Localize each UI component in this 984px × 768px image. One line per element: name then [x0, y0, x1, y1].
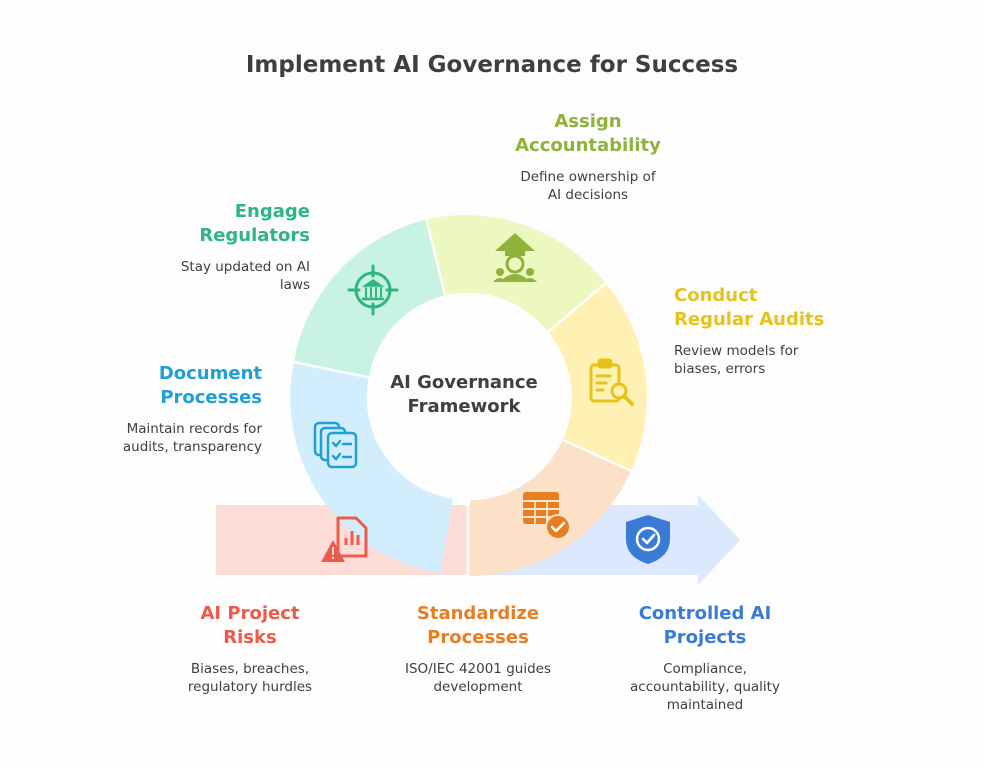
document-heading-line1: Document	[158, 363, 262, 384]
label-ai-project-risks: AI Project Risks Biases, breaches, regul…	[150, 602, 350, 696]
label-engage-regulators: Engage Regulators Stay updated on AI law…	[110, 200, 310, 294]
document-heading-line2: Processes	[160, 387, 262, 408]
assign-desc-line2: AI decisions	[547, 187, 629, 203]
standardize-heading-line2: Processes	[427, 627, 529, 648]
ring-segment-document	[290, 362, 454, 574]
ring-segment-assign	[426, 215, 606, 332]
table-check-icon	[523, 492, 571, 540]
controlled-desc-line3: maintained	[666, 697, 744, 713]
document-desc-line1: Maintain records for	[126, 421, 262, 437]
person-up-arrow-icon	[493, 233, 537, 282]
bank-target-icon	[347, 264, 399, 316]
regulators-desc-line1: Stay updated on AI	[180, 259, 310, 275]
label-standardize-processes: Standardize Processes ISO/IEC 42001 guid…	[368, 602, 588, 696]
label-assign-accountability: Assign Accountability Define ownership o…	[478, 110, 698, 204]
standardize-desc-line1: ISO/IEC 42001 guides	[405, 661, 551, 677]
risks-desc-line2: regulatory hurdles	[187, 679, 313, 695]
controlled-desc-line2: accountability, quality	[630, 679, 780, 695]
controlled-heading-line1: Controlled AI	[638, 603, 772, 624]
standardize-desc-line2: development	[433, 679, 523, 695]
regulators-heading-line2: Regulators	[199, 225, 310, 246]
shield-check-icon	[626, 515, 670, 564]
document-desc-line2: audits, transparency	[122, 439, 262, 455]
ring-center	[369, 297, 571, 499]
document-warning-icon	[321, 516, 368, 562]
risks-desc-line1: Biases, breaches,	[190, 661, 310, 677]
stacked-checklist-icon	[313, 421, 358, 469]
center-label-line1: AI Governance	[390, 372, 538, 393]
center-label: AI Governance Framework	[360, 371, 568, 419]
clipboard-search-icon	[589, 358, 634, 406]
standardize-heading-line1: Standardize	[416, 603, 540, 624]
assign-desc-line1: Define ownership of	[520, 169, 656, 185]
controlled-desc-line1: Compliance,	[663, 661, 747, 677]
page-title: Implement AI Governance for Success	[245, 52, 739, 78]
label-document-processes: Document Processes Maintain records for …	[62, 362, 262, 456]
controlled-heading-line2: Projects	[663, 627, 747, 648]
risks-heading-line2: Risks	[223, 627, 277, 648]
assign-heading-line1: Assign	[554, 111, 622, 132]
label-controlled-ai-projects: Controlled AI Projects Compliance, accou…	[595, 602, 815, 714]
regulators-heading-line1: Engage	[234, 201, 310, 222]
audits-heading-line2: Regular Audits	[674, 309, 825, 330]
center-label-line2: Framework	[407, 396, 521, 417]
audits-desc-line1: Review models for	[674, 343, 799, 359]
assign-heading-line2: Accountability	[515, 135, 661, 156]
regulators-desc-line2: laws	[279, 277, 310, 293]
risks-heading-line1: AI Project	[200, 603, 300, 624]
label-conduct-audits: Conduct Regular Audits Review models for…	[674, 284, 874, 378]
audits-desc-line2: biases, errors	[674, 361, 766, 377]
audits-heading-line1: Conduct	[674, 285, 758, 306]
